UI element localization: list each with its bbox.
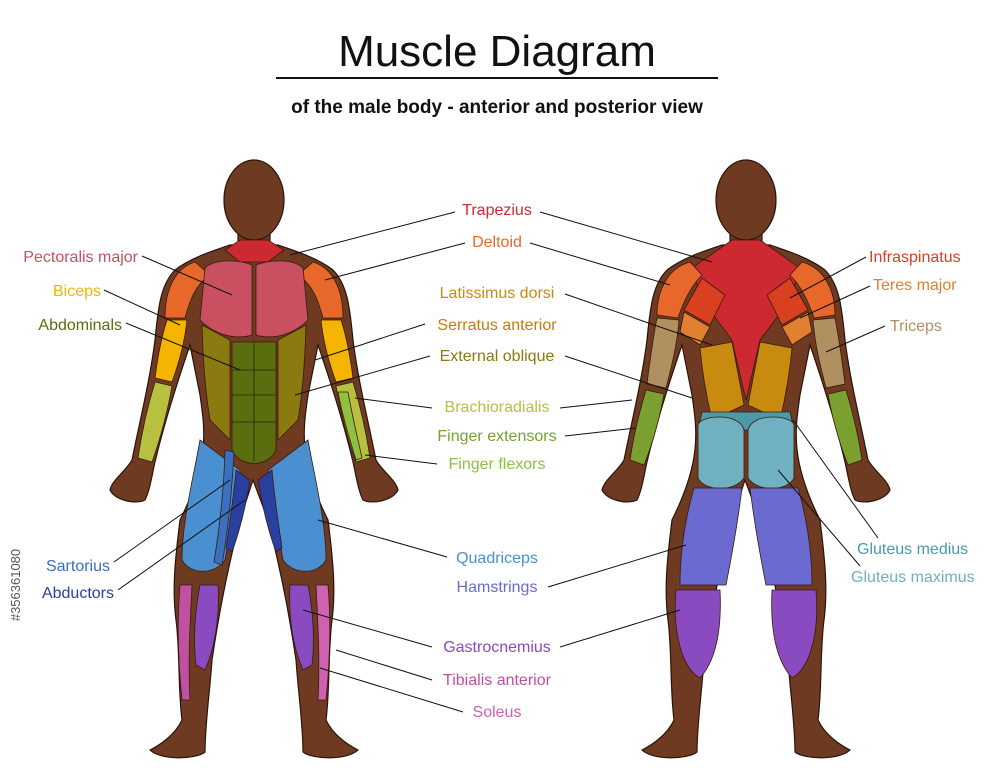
leader-gastrocnemius-back <box>559 609 681 648</box>
posterior-extensors-right <box>827 389 863 466</box>
posterior-head <box>715 159 777 241</box>
label-serratus: Serratus anterior <box>437 317 557 334</box>
anterior-flexors-right <box>337 391 363 461</box>
label-deltoid: Deltoid <box>472 234 522 251</box>
anterior-tibialis-right <box>315 584 331 701</box>
label-biceps: Biceps <box>53 283 101 300</box>
leader-flexors-front <box>364 454 438 465</box>
leader-gastrocnemius-front <box>302 609 433 648</box>
label-triceps: Triceps <box>890 318 942 335</box>
leader-sartorius <box>113 479 231 563</box>
anterior-pectoralis-right <box>255 260 309 338</box>
posterior-latissimus-right <box>747 341 793 421</box>
leader-tibialis <box>335 649 433 681</box>
leader-hamstrings <box>547 544 687 588</box>
posterior-hamstrings-left <box>679 487 743 586</box>
leader-soleus <box>319 667 464 713</box>
leader-oblique-back <box>564 355 693 399</box>
label-quadriceps: Quadriceps <box>456 550 538 567</box>
posterior-deltoid-right <box>789 261 836 319</box>
label-abdominals: Abdominals <box>38 317 122 334</box>
label-gluteus-maximus: Gluteus maximus <box>851 569 975 586</box>
label-gastrocnemius: Gastrocnemius <box>443 639 551 656</box>
anterior-gastrocnemius-left <box>194 584 219 671</box>
posterior-extensors-left <box>629 389 665 466</box>
posterior-gastrocnemius-left <box>674 589 721 679</box>
label-latissimus: Latissimus dorsi <box>440 285 555 302</box>
label-pectoralis: Pectoralis major <box>23 249 138 266</box>
leader-oblique <box>294 355 431 396</box>
leader-gluteus-maximus <box>777 469 861 567</box>
label-tibialis: Tibialis anterior <box>443 672 552 689</box>
leader-brachioradialis-back <box>559 399 633 409</box>
leader-infraspinatus <box>789 256 867 299</box>
posterior-trapezius <box>691 239 801 401</box>
leader-gluteus-medius <box>792 419 879 539</box>
labels: Pectoralis major Biceps Abdominals Sarto… <box>23 202 974 721</box>
leader-serratus <box>314 323 426 361</box>
posterior-deltoid-left <box>656 261 703 319</box>
label-teres-major: Teres major <box>873 277 957 294</box>
anterior-head <box>223 159 285 241</box>
posterior-figure <box>601 159 891 759</box>
label-soleus: Soleus <box>473 704 522 721</box>
posterior-gastrocnemius-right <box>771 589 818 679</box>
leader-extensors <box>564 427 637 437</box>
leader-trapezius-front <box>289 211 456 256</box>
anterior-sartorius-left <box>213 449 235 566</box>
leader-lines <box>103 211 886 713</box>
leader-deltoid-back <box>529 242 671 286</box>
anterior-abductors-left <box>225 469 251 553</box>
posterior-infraspinatus-right <box>766 277 809 326</box>
leader-latissimus <box>564 293 713 346</box>
leader-triceps <box>825 325 886 353</box>
label-oblique: External oblique <box>440 348 555 365</box>
label-gluteus-medius: Gluteus medius <box>857 541 968 558</box>
anterior-brachioradialis-left <box>137 381 173 463</box>
posterior-gluteus-maximus-left <box>697 416 745 489</box>
label-infraspinatus: Infraspinatus <box>869 249 961 266</box>
leader-teres <box>799 285 871 319</box>
label-trapezius: Trapezius <box>462 202 532 219</box>
label-brachioradialis: Brachioradialis <box>445 399 550 416</box>
anterior-biceps-right <box>320 319 354 383</box>
posterior-triceps-left <box>646 317 680 389</box>
page-title: Muscle Diagram <box>338 27 656 76</box>
leader-trapezius-back <box>539 211 713 263</box>
label-hamstrings: Hamstrings <box>457 579 538 596</box>
page-subtitle: of the male body - anterior and posterio… <box>291 97 703 118</box>
anterior-tibialis-left <box>177 584 193 701</box>
anterior-body-silhouette <box>109 244 399 759</box>
label-finger-extensors: Finger extensors <box>437 428 556 445</box>
leader-brachioradialis-front <box>354 397 433 409</box>
leader-biceps <box>103 289 181 326</box>
leader-deltoid-front <box>324 242 466 281</box>
anterior-abductors-right <box>257 469 283 553</box>
leader-quadriceps <box>317 519 448 558</box>
anterior-pectoralis-left <box>199 260 253 338</box>
anterior-oblique-left <box>201 324 231 441</box>
anterior-oblique-right <box>277 324 307 441</box>
label-finger-flexors: Finger flexors <box>449 456 546 473</box>
label-abductors: Abductors <box>42 585 114 602</box>
posterior-gluteus-maximus-right <box>747 416 795 489</box>
posterior-hamstrings-right <box>749 487 813 586</box>
anterior-figure <box>109 159 399 759</box>
posterior-triceps-right <box>812 317 846 389</box>
posterior-teres-right <box>781 311 813 346</box>
label-sartorius: Sartorius <box>46 558 110 575</box>
leader-abductors <box>117 499 246 591</box>
anterior-gastrocnemius-right <box>289 584 314 671</box>
leader-pectoralis <box>141 255 233 296</box>
leader-abdominals <box>125 322 241 371</box>
anterior-deltoid-right <box>297 261 344 319</box>
posterior-latissimus-left <box>699 341 745 421</box>
side-identifier: #356361080 <box>8 549 23 621</box>
posterior-infraspinatus-left <box>683 277 726 326</box>
